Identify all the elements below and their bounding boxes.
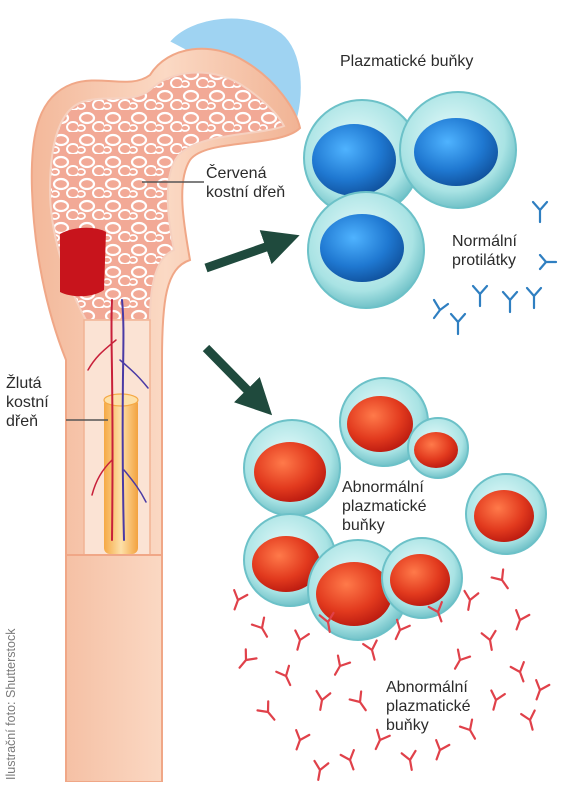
normal-antibodies-label-line: protilátky [452,251,517,270]
arrow-to-abnormal-cells [206,348,262,405]
red-marrow-label: Červená kostní dřeň [206,164,285,202]
abnormal-cells-label: Abnormální plazmatické buňky [342,478,426,535]
abnormal-cell [382,538,462,618]
abnormal-antibody-icon [449,650,470,673]
abnormal-antibodies-label: Abnormální plazmatické buňky [386,678,470,735]
abnormal-antibody-icon [482,631,499,651]
abnormal-antibody-icon [313,691,330,711]
abnormal-antibodies-label-line: plazmatické [386,697,470,716]
abnormal-antibody-icon [521,710,539,731]
normal-cell [400,92,516,208]
yellow-marrow-tube [104,398,138,554]
normal-antibodies-label-line: Normální [452,232,517,251]
normal-plasma-cells [304,92,516,308]
abnormal-cell [408,418,468,478]
normal-cell [308,192,424,308]
yellow-marrow-label-line: kostní [6,393,49,412]
abnormal-antibody-icon [329,656,350,679]
normal-antibodies-label: Normální protilátky [452,232,517,270]
abnormal-cell [244,420,340,516]
abnormal-cells-label-line: plazmatické [342,497,426,516]
abnormal-antibody-icon [228,590,247,612]
abnormal-antibody-icon [290,730,309,752]
abnormal-cell [466,474,546,554]
abnormal-antibody-icon [341,750,360,772]
abnormal-antibody-icon [276,666,296,688]
yellow-marrow-label-line: Žlutá [6,374,49,393]
abnormal-antibody-icon [487,690,505,711]
abnormal-antibody-icon [402,751,419,771]
abnormal-antibody-icon [311,761,328,781]
abnormal-cells-label-line: Abnormální [342,478,426,497]
abnormal-antibody-icon [511,662,530,684]
abnormal-antibody-icon [461,591,478,611]
abnormal-antibody-icon [492,569,514,592]
arrow-to-normal-cells [206,240,286,268]
abnormal-antibody-icon [530,680,549,702]
abnormal-antibody-icon [350,691,372,714]
abnormal-antibodies-label-line: Abnormální [386,678,470,697]
photo-credit: Ilustrační foto: Shutterstock [4,640,20,780]
abnormal-antibody-icon [257,701,279,724]
abnormal-antibody-icon [291,630,309,651]
abnormal-antibody-icon [234,649,256,672]
yellow-marrow-label: Žlutá kostní dřeň [6,374,49,431]
red-marrow-label-line: kostní dřeň [206,183,285,202]
abnormal-antibodies-label-line: buňky [386,716,470,735]
abnormal-cells-label-line: buňky [342,516,426,535]
abnormal-antibody-icon [510,610,529,632]
red-marrow-block [60,228,106,297]
yellow-marrow-label-line: dřeň [6,412,49,431]
abnormal-antibody-icon [430,740,449,762]
abnormal-antibody-icon [252,618,273,641]
red-marrow-label-line: Červená [206,164,285,183]
abnormal-antibody-icon [363,640,381,661]
plasma-cells-title: Plazmatické buňky [340,52,473,71]
